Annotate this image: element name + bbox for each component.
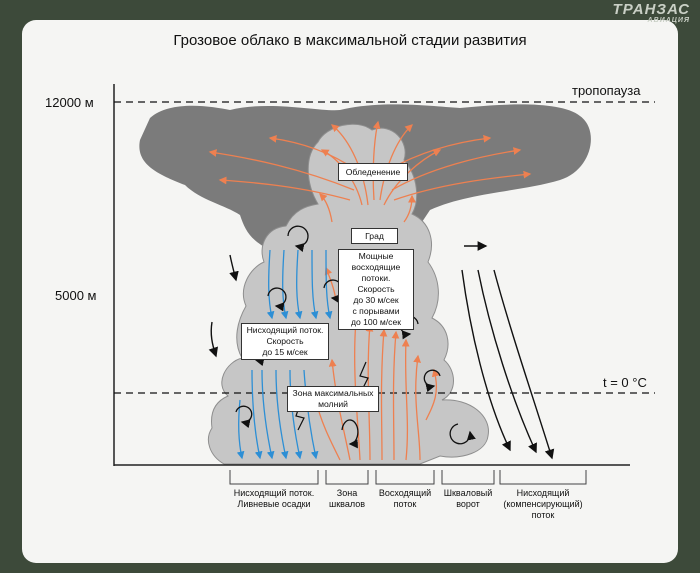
logo-brand: ТРАНЗАС (612, 1, 690, 18)
compensating-arrows (208, 241, 555, 460)
zone-squalls: Зона шквалов (329, 488, 365, 509)
zone-downdraft-precip: Нисходящий поток. Ливневые осадки (233, 488, 315, 509)
logo-sub: АВИАЦИЯ (647, 17, 690, 24)
zone-updraft: Восходящий поток (378, 488, 432, 509)
downdraft-label: Нисходящий поток. Скорость до 15 м/сек (241, 323, 329, 360)
zone-squall-collar: Шкваловый ворот (443, 488, 493, 509)
altitude-12000: 12000 м (45, 95, 94, 110)
brand-logo: ТРАНЗАС АВИАЦИЯ (613, 2, 690, 24)
updraft-label: Мощные восходящие потоки. Скорость до 30… (338, 249, 414, 330)
zone-compensating-downdraft: Нисходящий (компенсирующий) поток (503, 488, 583, 520)
lightning-zone-label: Зона максимальных молний (287, 386, 379, 412)
hail-label: Град (351, 228, 398, 244)
altitude-5000: 5000 м (55, 288, 97, 303)
icing-label: Обледенение (338, 163, 408, 181)
diagram-title: Грозовое облако в максимальной стадии ра… (173, 32, 527, 49)
zone-brackets (229, 470, 587, 485)
tropopause-label: тропопауза (572, 83, 641, 98)
freezing-level-label: t = 0 °C (603, 375, 647, 390)
downdraft-arrows (236, 249, 333, 460)
